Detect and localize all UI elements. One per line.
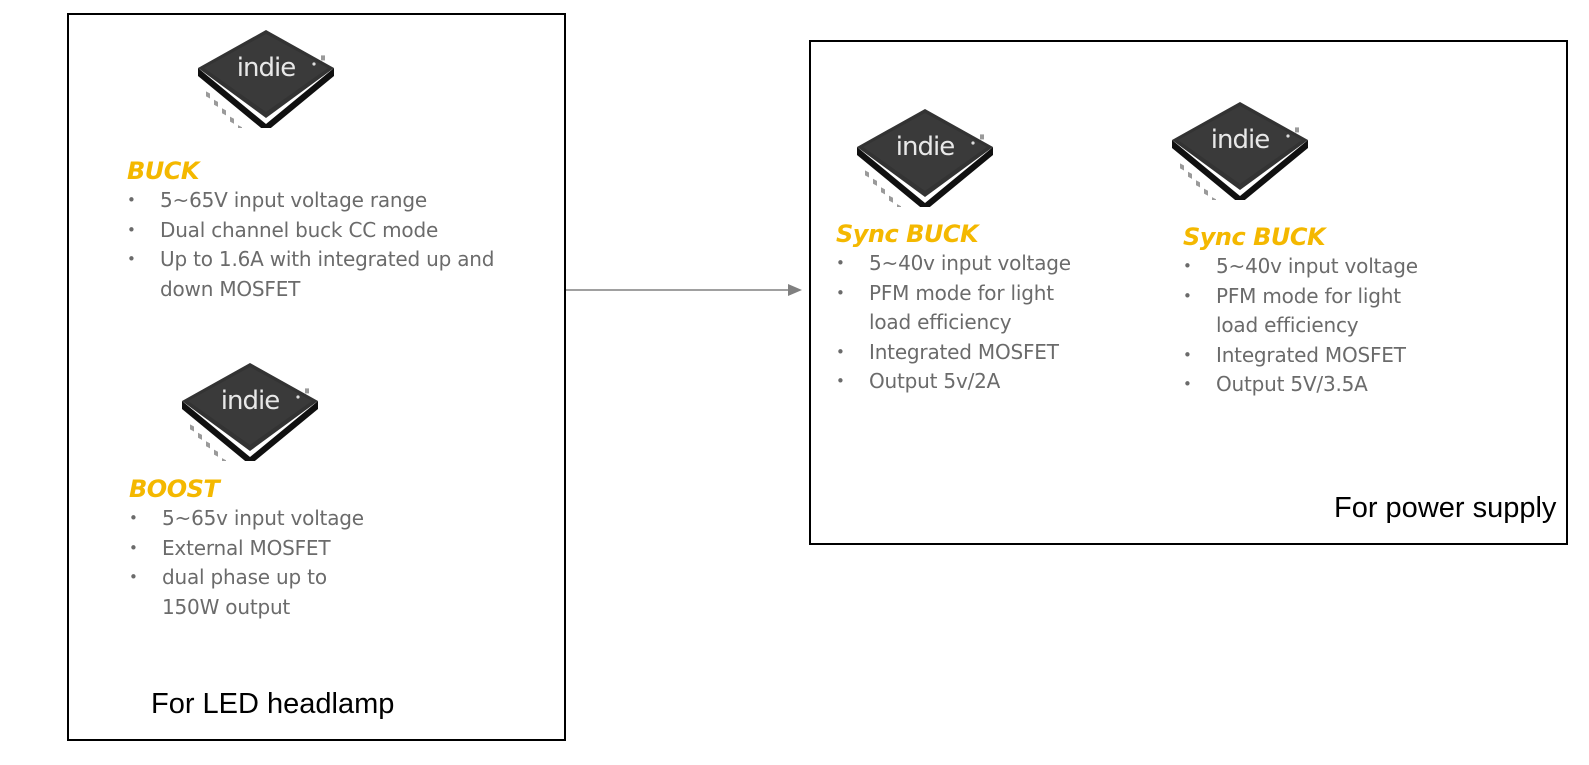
sync-buck-feature-item: Output 5V/3.5A bbox=[1183, 370, 1483, 400]
boost-feature-item: External MOSFET bbox=[129, 534, 529, 564]
buck-feature-item: Up to 1.6A with integrated up and down M… bbox=[127, 245, 520, 304]
boost-heading: BOOST bbox=[129, 475, 220, 503]
sync-buck-feature-item: Output 5v/2A bbox=[836, 367, 1136, 397]
boost-feature-list: 5~65v input voltage External MOSFET dual… bbox=[129, 504, 529, 622]
sync-buck-block-1: Sync BUCK 5~40v input voltage PFM mode f… bbox=[836, 219, 1136, 397]
boost-chip-icon: indie bbox=[182, 363, 318, 461]
svg-text:indie: indie bbox=[896, 132, 954, 162]
svg-text:indie: indie bbox=[221, 386, 279, 416]
led-headlamp-caption: For LED headlamp bbox=[151, 688, 395, 720]
boost-feature-item: dual phase up to 150W output bbox=[129, 563, 362, 622]
buck-feature-list: 5~65V input voltage range Dual channel b… bbox=[127, 186, 557, 304]
boost-block: BOOST 5~65v input voltage External MOSFE… bbox=[129, 474, 529, 622]
sync-buck-feature-item: Integrated MOSFET bbox=[836, 338, 1136, 368]
sync-buck-block-2: Sync BUCK 5~40v input voltage PFM mode f… bbox=[1183, 222, 1483, 400]
buck-block: BUCK 5~65V input voltage range Dual chan… bbox=[127, 156, 557, 304]
sync-buck-feature-item: 5~40v input voltage bbox=[836, 249, 1136, 279]
svg-text:indie: indie bbox=[1211, 125, 1269, 155]
sync-buck-heading-2: Sync BUCK bbox=[1183, 223, 1326, 251]
sync-buck-heading-1: Sync BUCK bbox=[836, 220, 979, 248]
sync-buck-feature-item: PFM mode for light load efficiency bbox=[1183, 282, 1441, 341]
buck-heading: BUCK bbox=[127, 157, 200, 185]
connector-arrow bbox=[566, 284, 802, 296]
sync-buck-feature-item: Integrated MOSFET bbox=[1183, 341, 1483, 371]
power-supply-panel bbox=[809, 40, 1568, 545]
buck-feature-item: Dual channel buck CC mode bbox=[127, 216, 557, 246]
sync-buck-chip-icon-2: indie bbox=[1172, 102, 1308, 200]
svg-text:indie: indie bbox=[237, 53, 295, 83]
sync-buck-feature-item: 5~40v input voltage bbox=[1183, 252, 1483, 282]
power-supply-caption: For power supply bbox=[1334, 492, 1557, 524]
sync-buck-feature-list-2: 5~40v input voltage PFM mode for light l… bbox=[1183, 252, 1483, 400]
sync-buck-chip-icon-1: indie bbox=[857, 109, 993, 207]
sync-buck-feature-item: PFM mode for light load efficiency bbox=[836, 279, 1094, 338]
buck-chip-icon: indie bbox=[198, 30, 334, 128]
buck-feature-item: 5~65V input voltage range bbox=[127, 186, 557, 216]
led-headlamp-panel bbox=[67, 13, 566, 741]
sync-buck-feature-list-1: 5~40v input voltage PFM mode for light l… bbox=[836, 249, 1136, 397]
boost-feature-item: 5~65v input voltage bbox=[129, 504, 529, 534]
